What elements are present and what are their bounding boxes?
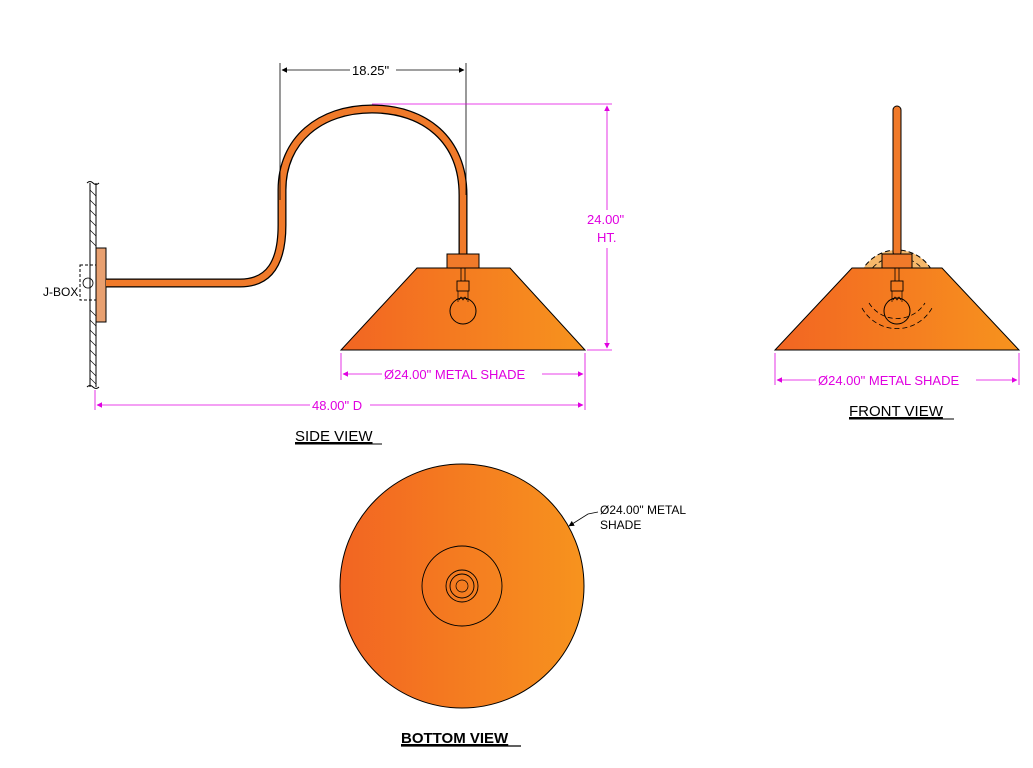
bottom-view: Ø24.00" METAL SHADE BOTTOM VIEW	[339, 463, 686, 747]
wall	[86, 181, 100, 389]
callout-line2: SHADE	[600, 518, 641, 532]
dim-shade-side	[340, 353, 586, 410]
bottom-view-title: BOTTOM VIEW	[401, 730, 509, 747]
socket-housing	[446, 253, 480, 269]
front-arm	[892, 105, 902, 257]
bottom-socket-ring	[421, 545, 503, 627]
side-view-title: SIDE VIEW	[295, 428, 373, 445]
dim-arm-label: 18.25"	[352, 63, 390, 78]
front-view: Ø24.00" METAL SHADE FRONT VIEW	[773, 105, 1021, 420]
bulb-icon	[449, 268, 477, 325]
dim-height	[372, 103, 612, 351]
side-shade	[339, 267, 587, 351]
front-shade	[773, 267, 1021, 351]
bottom-shade-disc	[339, 463, 585, 709]
dim-height-label-2: HT.	[597, 230, 617, 245]
canopy-plate	[95, 247, 107, 323]
jbox-label: J-BOX	[43, 285, 78, 299]
callout-line1: Ø24.00" METAL	[600, 503, 686, 517]
front-bulb-icon	[883, 268, 911, 325]
side-view: J-BOX 18.25"	[43, 63, 625, 445]
dim-depth-label: 48.00" D	[312, 398, 362, 413]
dim-shade-front	[774, 353, 1020, 385]
jbox	[79, 264, 97, 301]
dim-shade-side-label: Ø24.00" METAL SHADE	[384, 367, 525, 382]
front-view-title: FRONT VIEW	[849, 403, 944, 420]
dim-height-label: 24.00"	[587, 212, 625, 227]
callout-leader	[568, 511, 599, 527]
dim-depth	[94, 390, 584, 410]
dim-width-arm	[279, 63, 467, 200]
dim-shade-front-label: Ø24.00" METAL SHADE	[818, 373, 959, 388]
